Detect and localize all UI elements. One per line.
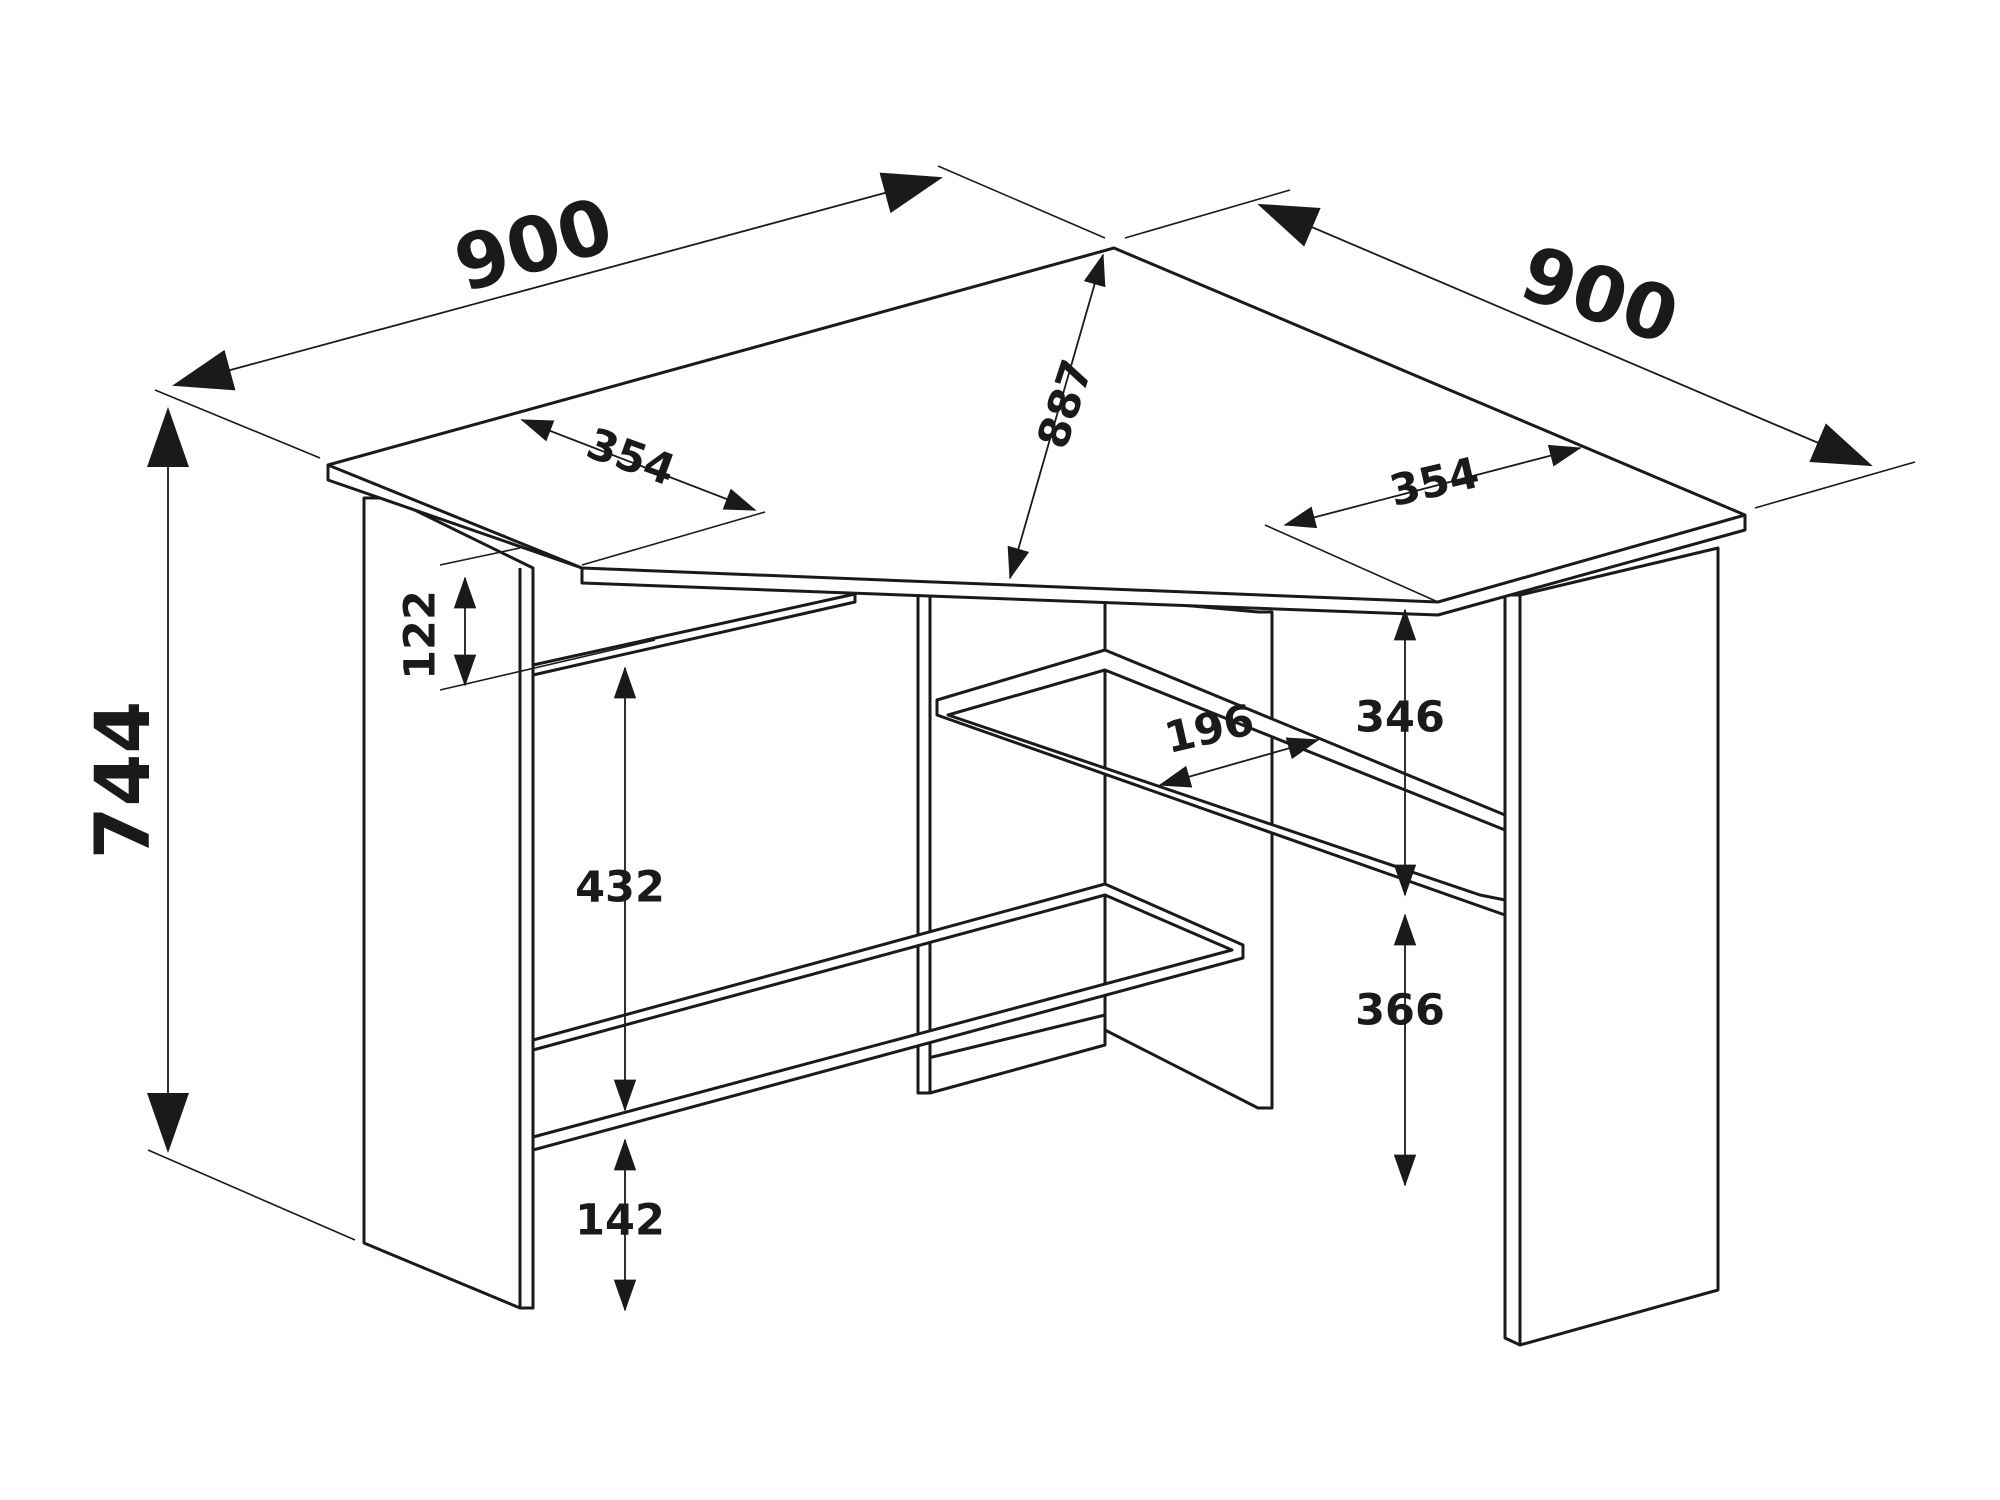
- right-shelf: [935, 648, 1507, 917]
- dim-line-top-right: [1257, 203, 1873, 467]
- dim-line-left-wing: [520, 419, 757, 511]
- right-end-panel: [1503, 546, 1720, 1347]
- left-end-panel: [362, 496, 535, 1310]
- label-right-lower-opening: 366: [1355, 986, 1445, 1036]
- left-inner-panel: [916, 593, 932, 1095]
- label-apron-height: 122: [396, 590, 446, 680]
- dim-line-right-wing: [1283, 444, 1582, 529]
- label-bottom-clearance: 142: [575, 1196, 665, 1246]
- dim-line-shelf-depth: [1158, 737, 1320, 788]
- label-total-height: 744: [78, 701, 167, 860]
- dim-line-top-left: [172, 172, 943, 391]
- label-right-upper-opening: 346: [1355, 693, 1445, 743]
- label-upper-opening: 432: [575, 863, 665, 913]
- upper-apron-rail: [531, 592, 857, 677]
- label-top-right-width: 900: [1511, 228, 1689, 362]
- dimension-labels: 900 900 744 887 354 354 122 432 142 196 …: [78, 180, 1689, 1245]
- dim-line-diagonal: [1007, 253, 1106, 580]
- label-top-left-width: 900: [445, 180, 622, 309]
- dimension-lines: [147, 172, 1873, 1312]
